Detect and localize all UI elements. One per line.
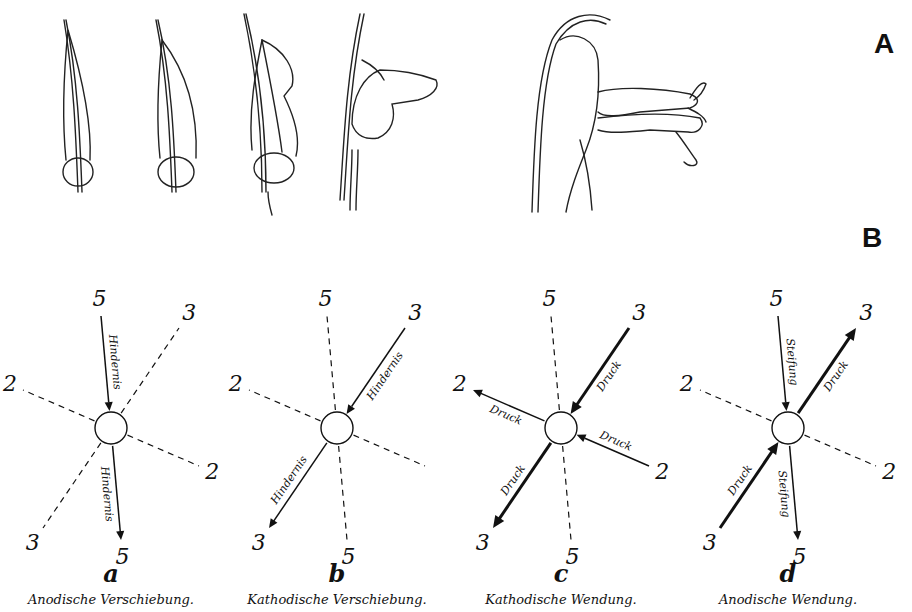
dashed-axis bbox=[805, 435, 876, 466]
diagram-caption: Anodische Wendung. bbox=[719, 593, 857, 606]
dashed-axis bbox=[551, 316, 559, 410]
arrow-head bbox=[105, 402, 113, 411]
axis-number: 5 bbox=[543, 288, 557, 310]
force-arrow bbox=[790, 446, 798, 532]
axis-number: 2 bbox=[453, 373, 467, 395]
dashed-axis bbox=[700, 390, 771, 421]
arrow-head bbox=[793, 531, 801, 540]
force-arrow bbox=[778, 316, 786, 402]
dashed-axis bbox=[563, 446, 571, 540]
force-arrow bbox=[798, 335, 851, 413]
dashed-axis bbox=[128, 435, 199, 466]
axis-number: 2 bbox=[882, 461, 896, 483]
dashed-axis bbox=[23, 390, 94, 421]
arrow-head bbox=[347, 404, 355, 414]
arrow-head bbox=[269, 518, 277, 528]
axis-number: 3 bbox=[26, 532, 40, 554]
axis-number: 5 bbox=[93, 288, 107, 310]
force-label: Druck bbox=[595, 358, 623, 392]
force-arrow bbox=[720, 450, 773, 528]
axis-number: 2 bbox=[680, 373, 694, 395]
axis-number: 2 bbox=[205, 461, 219, 483]
force-arrow bbox=[352, 328, 405, 406]
axis-circle bbox=[772, 412, 804, 444]
force-arrow bbox=[497, 443, 550, 521]
force-label: Hindernis bbox=[99, 466, 115, 522]
force-label: Steifung bbox=[785, 338, 800, 386]
diagram-caption: Anodische Verschiebung. bbox=[28, 593, 194, 606]
dashed-axis bbox=[327, 316, 335, 410]
axis-circle bbox=[95, 412, 127, 444]
axis-number: 3 bbox=[182, 302, 196, 324]
force-label: Druck bbox=[488, 403, 524, 427]
dashed-axis bbox=[121, 328, 179, 413]
arrow-head bbox=[116, 531, 124, 540]
diagram-caption: Kathodische Verschiebung. bbox=[247, 593, 426, 606]
axis-circle bbox=[321, 412, 353, 444]
panel-letter: B bbox=[862, 224, 882, 252]
diagram-letter: a bbox=[103, 562, 119, 586]
arrow-head bbox=[473, 390, 483, 397]
dashed-axis bbox=[43, 443, 101, 528]
force-label: Druck bbox=[726, 463, 754, 497]
arrow-head bbox=[493, 515, 504, 528]
arrow-head bbox=[845, 328, 856, 341]
diagram-letter: c bbox=[554, 562, 569, 586]
axis-number: 2 bbox=[655, 461, 669, 483]
axis-number: 3 bbox=[252, 532, 266, 554]
dashed-axis bbox=[339, 446, 347, 540]
axis-number: 5 bbox=[319, 288, 333, 310]
dashed-axis bbox=[249, 390, 320, 421]
force-label: Hindernis bbox=[107, 334, 123, 390]
arrow-head bbox=[571, 401, 582, 414]
axis-number: 2 bbox=[3, 373, 17, 395]
force-arrow bbox=[101, 316, 109, 402]
axis-number: 5 bbox=[770, 288, 784, 310]
arrow-head bbox=[577, 435, 587, 442]
force-label: Druck bbox=[822, 358, 850, 392]
axis-number: 3 bbox=[408, 302, 422, 324]
force-label: Steifung bbox=[776, 470, 791, 518]
panel-letter: A bbox=[874, 30, 894, 58]
arrow-head bbox=[767, 442, 778, 455]
flower-stages bbox=[63, 14, 706, 215]
force-label: Druck bbox=[499, 463, 527, 497]
arrow-head bbox=[782, 402, 790, 411]
diagram-letter: d bbox=[780, 562, 797, 586]
axis-number: 3 bbox=[859, 302, 873, 324]
axis-number: 3 bbox=[476, 532, 490, 554]
axis-number: 3 bbox=[632, 302, 646, 324]
diagram-caption: Kathodische Wendung. bbox=[485, 593, 636, 606]
axis-number: 2 bbox=[229, 373, 243, 395]
force-label: Druck bbox=[598, 429, 634, 453]
diagram-letter: b bbox=[329, 562, 346, 586]
dashed-axis bbox=[354, 435, 425, 466]
force-arrow bbox=[576, 328, 629, 406]
axis-circle bbox=[545, 412, 577, 444]
axis-number: 3 bbox=[703, 532, 717, 554]
